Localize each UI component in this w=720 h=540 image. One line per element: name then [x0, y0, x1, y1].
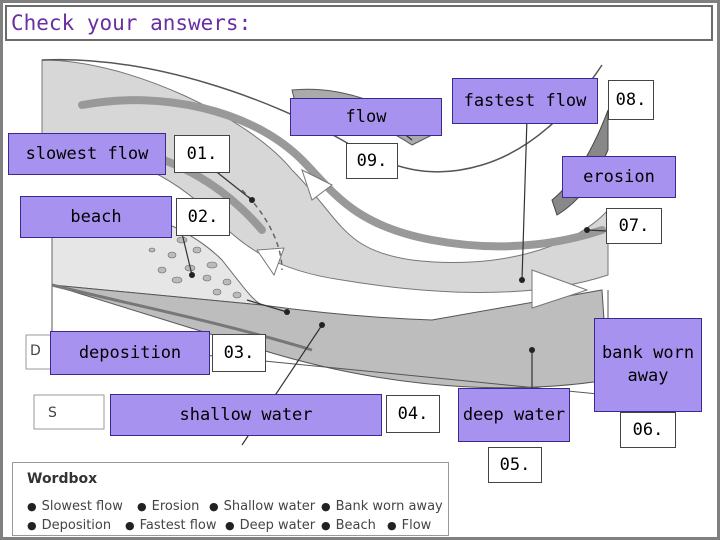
- label-shallow-water: shallow water: [110, 394, 382, 436]
- answer-box-03: 03.: [212, 334, 266, 372]
- depth-letter-d: D: [30, 343, 41, 359]
- wordbox-item: Shallow water: [209, 499, 315, 514]
- answer-box-04: 04.: [386, 395, 440, 433]
- label-deposition: deposition: [50, 331, 210, 375]
- label-beach: beach: [20, 196, 172, 238]
- wordbox: Wordbox Slowest flow Erosion Shallow wat…: [12, 462, 449, 536]
- answer-box-09: 09.: [346, 143, 398, 179]
- label-deep-water: deep water: [458, 388, 570, 442]
- depth-letter-s: S: [48, 405, 57, 421]
- label-fastest-flow: fastest flow: [452, 78, 598, 124]
- wordbox-item: Flow: [387, 518, 431, 533]
- page-title: Check your answers:: [11, 11, 251, 35]
- depth-box-s: [34, 395, 104, 429]
- wordbox-item: Deep water: [225, 518, 315, 533]
- wordbox-item: Erosion: [137, 499, 199, 514]
- answer-box-05: 05.: [488, 447, 542, 483]
- answer-box-07: 07.: [606, 208, 662, 244]
- label-slowest-flow: slowest flow: [8, 133, 166, 175]
- answer-box-02: 02.: [176, 198, 230, 236]
- label-flow: flow: [290, 98, 442, 136]
- wordbox-item: Bank worn away: [321, 499, 443, 514]
- wordbox-item: Deposition: [27, 518, 111, 533]
- wordbox-item: Fastest flow: [125, 518, 217, 533]
- label-bank-worn-away: bank worn away: [594, 318, 702, 412]
- answer-box-01: 01.: [174, 135, 230, 173]
- wordbox-item: Beach: [321, 518, 376, 533]
- answer-box-06: 06.: [620, 412, 676, 448]
- wordbox-item: Slowest flow: [27, 499, 123, 514]
- title-bar: Check your answers:: [5, 5, 713, 41]
- label-erosion: erosion: [562, 156, 676, 198]
- answer-box-08: 08.: [608, 80, 654, 120]
- wordbox-title: Wordbox: [27, 471, 97, 487]
